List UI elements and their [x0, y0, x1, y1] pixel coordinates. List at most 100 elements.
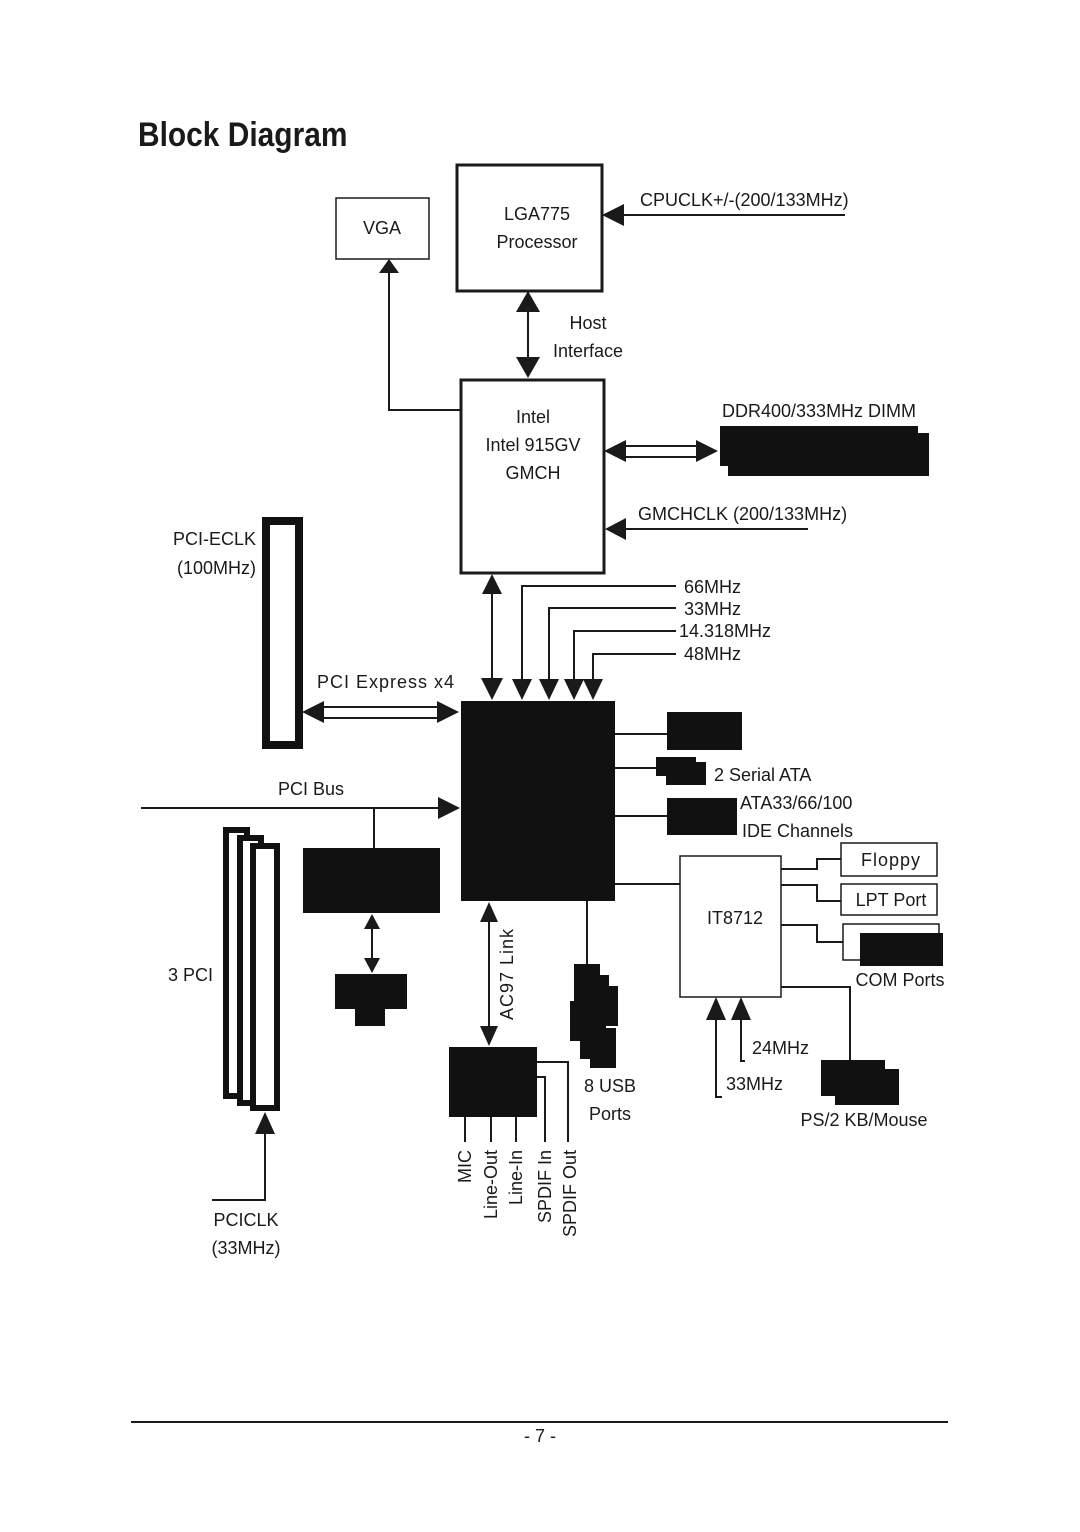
vga-box [335, 197, 430, 260]
ps2-connector-2 [835, 1069, 899, 1105]
lan-arrow-up [364, 914, 380, 929]
pcie-arrow-right [437, 701, 459, 723]
cpuclk-label: CPUCLK+/-(200/133MHz) [640, 190, 849, 210]
ata-label-1: ATA33/66/100 [740, 793, 852, 813]
pci-slot-3 [250, 843, 280, 1111]
floppy-box [840, 842, 938, 877]
clk-24-line [740, 1016, 745, 1062]
gmch-label-2: Intel 915GV [485, 435, 580, 455]
ac97-label: AC97 Link [497, 928, 517, 1020]
vga-arrowhead [379, 259, 399, 273]
clk-48-arrow [583, 679, 603, 700]
lpt-label: LPT Port [856, 890, 927, 910]
superio-box [679, 855, 782, 998]
gmch-ich-arrow-down [481, 678, 503, 700]
usb-port-6 [590, 1028, 616, 1068]
floppy-label: Floppy [861, 850, 921, 870]
three-pci-label: 3 PCI [168, 965, 213, 985]
audio-label-spdif-out: SPDIF Out [560, 1150, 580, 1237]
gmch-box [459, 378, 606, 575]
audio-label-line-in: Line-In [506, 1150, 526, 1205]
pcieclk-label-1: PCI-ECLK [173, 529, 256, 549]
floppy-line [781, 858, 841, 870]
cpuclk-arrowhead [602, 204, 624, 226]
rj45-jack-body [335, 974, 407, 1009]
clk-66-line [521, 585, 676, 684]
audio-label-line-out: Line-Out [481, 1150, 501, 1219]
clk-33b-label: 33MHz [726, 1074, 783, 1094]
gmchclk-arrowhead [605, 518, 626, 540]
ddr-arrow-right [696, 440, 718, 462]
lpt-line [781, 884, 841, 902]
com-line [781, 924, 843, 943]
ps2-label: PS/2 KB/Mouse [800, 1110, 927, 1130]
lan-chip [303, 848, 440, 913]
ddr-arrow-left [604, 440, 626, 462]
gmch-label-3: GMCH [506, 463, 561, 483]
pcie-slot [262, 517, 303, 749]
host-label-2: Interface [553, 341, 623, 361]
pcie-arrow-left [302, 701, 324, 723]
gmchclk-label: GMCHCLK (200/133MHz) [638, 504, 847, 524]
clk-66-label: 66MHz [684, 577, 741, 597]
gmch-vga-line [388, 270, 461, 411]
rj45-jack-tab [355, 1005, 385, 1026]
pci-bus-arrow [438, 797, 460, 819]
ps2-line [781, 986, 851, 1062]
clk-66-arrow [512, 679, 532, 700]
ide-connector [667, 798, 737, 835]
pci-bus-label: PCI Bus [278, 779, 344, 799]
usb-label-1: 8 USB [584, 1076, 636, 1096]
com-connector [860, 933, 943, 966]
pciclk-label-1: PCICLK [213, 1210, 278, 1230]
ich-block [461, 701, 615, 901]
audio-codec [449, 1047, 537, 1117]
clk-14-label: 14.318MHz [679, 621, 771, 641]
audio-line-spdif-out [537, 1061, 569, 1142]
ac97-arrow-up [480, 902, 498, 922]
pciclk-line [212, 1132, 266, 1201]
clk-33-line [548, 607, 676, 684]
clk-24-arrow [731, 997, 751, 1020]
host-arrow-up [516, 291, 540, 312]
ac97-arrow-down [480, 1026, 498, 1046]
clk-24-label: 24MHz [752, 1038, 809, 1058]
clk-14-arrow [564, 679, 584, 700]
cpu-box [455, 163, 604, 293]
page-title: Block Diagram [138, 115, 347, 153]
com-label: COM Ports [855, 970, 944, 990]
clk-48-label: 48MHz [684, 644, 741, 664]
clk-33b-arrow [706, 997, 726, 1020]
audio-label-mic: MIC [455, 1150, 475, 1183]
pcieclk-label-2: (100MHz) [177, 558, 256, 578]
audio-line-spdif-in [537, 1076, 546, 1142]
pciclk-label-2: (33MHz) [211, 1238, 280, 1258]
clk-33-label: 33MHz [684, 599, 741, 619]
gmch-label-1: Intel [516, 407, 550, 427]
onboard-chip-1 [667, 712, 742, 750]
lan-arrow-down [364, 958, 380, 973]
audio-label-spdif-in: SPDIF In [535, 1150, 555, 1223]
clk-14-line [573, 630, 676, 684]
clk-33b-line [715, 1016, 722, 1098]
pcie-x4-label: PCI Express x4 [317, 672, 455, 692]
usb-label-2: Ports [589, 1104, 631, 1124]
ddr-label: DDR400/333MHz DIMM [722, 401, 916, 421]
sata-label: 2 Serial ATA [714, 765, 811, 785]
host-arrow-down [516, 357, 540, 378]
host-label-1: Host [569, 313, 606, 333]
cpu-label-2: Processor [496, 232, 577, 252]
gmch-ich-arrow-up [482, 574, 502, 594]
sata-connector-2 [666, 762, 706, 785]
clk-48-line [592, 653, 676, 684]
vga-label: VGA [363, 218, 401, 238]
clk-33-arrow [539, 679, 559, 700]
pciclk-arrow [255, 1112, 275, 1134]
dimm-slot-2 [728, 433, 929, 476]
lpt-box [840, 883, 938, 916]
superio-label: IT8712 [707, 908, 763, 928]
page-number: - 7 - [524, 1426, 556, 1446]
cpu-label-1: LGA775 [504, 204, 570, 224]
ata-label-2: IDE Channels [742, 821, 853, 841]
